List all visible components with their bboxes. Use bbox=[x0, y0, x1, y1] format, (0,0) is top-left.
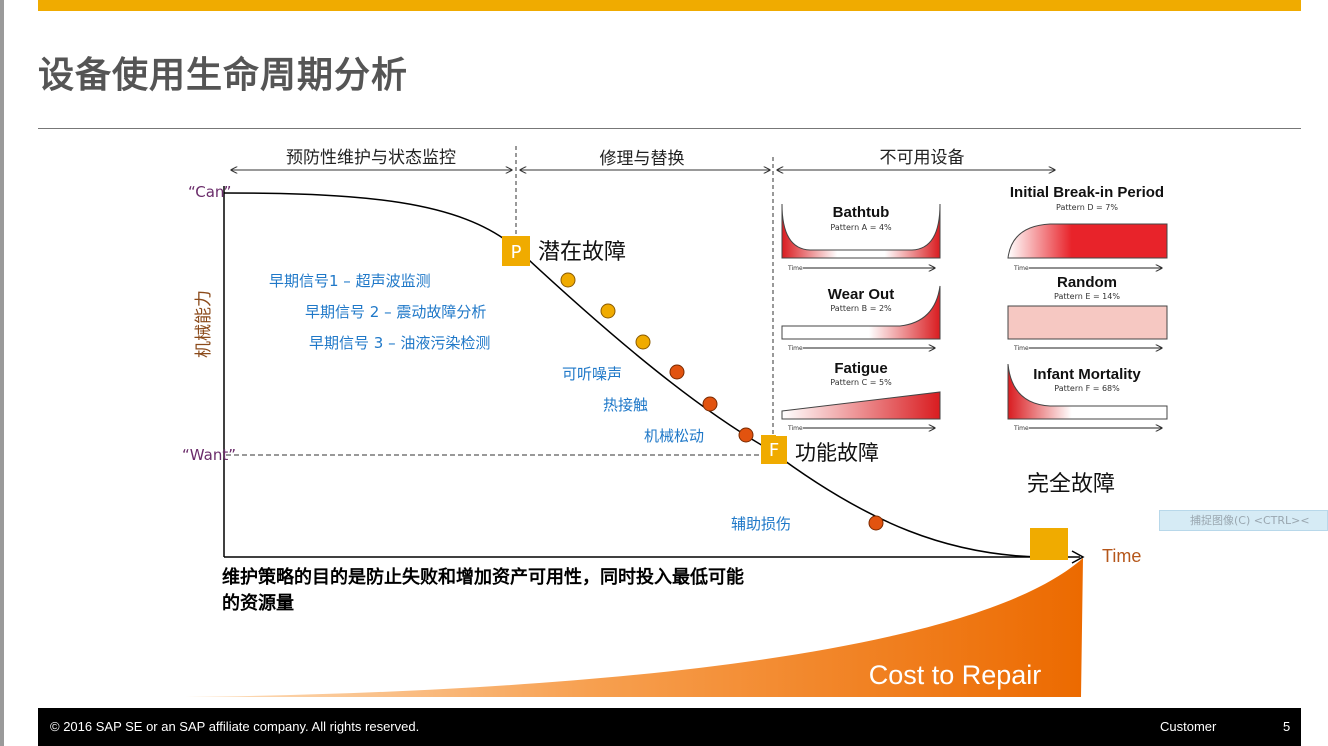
pattern-infant-axis: Time bbox=[1013, 425, 1029, 432]
f-marker bbox=[761, 435, 787, 464]
strategy-statement: 维护策略的目的是防止失败和增加资产可用性，同时投入最低可能 的资源量 bbox=[222, 566, 775, 614]
p-marker-letter: P bbox=[511, 242, 522, 263]
signal-label-ultrasonic: 早期信号1 – 超声波监测 bbox=[269, 272, 431, 290]
cost-to-repair-wedge bbox=[185, 558, 1083, 697]
pattern-infant-name: Infant Mortality bbox=[1033, 366, 1141, 383]
signal-label-heat: 热接触 bbox=[603, 396, 648, 414]
pattern-infant-mortality: Infant Mortality Pattern F = 68% Time bbox=[1007, 363, 1168, 432]
pattern-random: Random Pattern E = 14% Time bbox=[1007, 274, 1168, 352]
signal-dot-ultrasonic bbox=[560, 272, 576, 288]
pattern-bathtub: Bathtub Pattern A = 4% Time bbox=[781, 203, 941, 272]
pattern-random-sub: Pattern E = 14% bbox=[1054, 292, 1120, 301]
signal-dot-noise bbox=[669, 364, 685, 380]
p-marker bbox=[502, 236, 530, 266]
footer-page-number: 5 bbox=[1283, 719, 1291, 734]
phase-label-repair: 修理与替换 bbox=[600, 149, 685, 169]
signal-label-loose: 机械松动 bbox=[644, 427, 704, 445]
footer-classification: Customer bbox=[1160, 719, 1217, 734]
signal-label-noise: 可听噪声 bbox=[562, 365, 622, 383]
x-axis-arrow bbox=[1071, 550, 1085, 564]
pattern-wear-out-axis: Time bbox=[787, 345, 803, 352]
pattern-wear-out-sub: Pattern B = 2% bbox=[830, 304, 892, 313]
pattern-break-in-sub: Pattern D = 7% bbox=[1056, 203, 1118, 212]
pattern-bathtub-axis: Time bbox=[787, 265, 803, 272]
total-failure-label: 完全故障 bbox=[1027, 472, 1115, 497]
potential-failure-label: 潜在故障 bbox=[538, 240, 626, 265]
phase-label-preventive: 预防性维护与状态监控 bbox=[286, 148, 456, 168]
y-top-label: “Can” bbox=[188, 183, 231, 201]
pattern-fatigue-axis: Time bbox=[787, 425, 803, 432]
signal-dot-loose bbox=[738, 427, 754, 443]
page-title: 设备使用生命周期分析 bbox=[38, 55, 409, 96]
signal-label-secondary: 辅助损伤 bbox=[731, 515, 791, 533]
failure-patterns-panel: Bathtub Pattern A = 4% Time Wear Out Pat… bbox=[776, 180, 1169, 436]
pattern-initial-break-in: Initial Break-in Period Pattern D = 7% T… bbox=[1007, 184, 1168, 272]
signal-label-vibration: 早期信号 2 – 震动故障分析 bbox=[305, 303, 486, 321]
x-axis-label: Time bbox=[1102, 546, 1141, 566]
pattern-wear-out: Wear Out Pattern B = 2% Time bbox=[781, 285, 941, 352]
y-axis-label: 机械能力 bbox=[194, 290, 214, 358]
f-marker-letter: F bbox=[769, 440, 779, 461]
signal-dot-secondary bbox=[868, 515, 884, 531]
pattern-fatigue: Fatigue Pattern C = 5% Time bbox=[781, 360, 941, 432]
pattern-infant-sub: Pattern F = 68% bbox=[1054, 384, 1120, 393]
pattern-random-axis: Time bbox=[1013, 345, 1029, 352]
phase-label-unavailable: 不可用设备 bbox=[880, 148, 965, 168]
capture-image-tooltip[interactable]: 捕捉图像(C) <CTRL>< bbox=[1159, 510, 1328, 531]
pattern-bathtub-sub: Pattern A = 4% bbox=[830, 223, 892, 232]
functional-failure-label: 功能故障 bbox=[795, 441, 879, 465]
pattern-break-in-axis: Time bbox=[1013, 265, 1029, 272]
signal-dot-heat bbox=[702, 396, 718, 412]
footer-copyright: © 2016 SAP SE or an SAP affiliate compan… bbox=[50, 719, 420, 734]
cost-to-repair-label: Cost to Repair bbox=[869, 660, 1042, 690]
signal-dot-vibration bbox=[600, 303, 616, 319]
pattern-bathtub-name: Bathtub bbox=[833, 204, 890, 221]
left-edge-stripe bbox=[0, 0, 4, 746]
signal-dot-oil bbox=[635, 334, 651, 350]
pattern-random-name: Random bbox=[1057, 274, 1117, 291]
pattern-break-in-name: Initial Break-in Period bbox=[1010, 184, 1164, 201]
top-accent-bar bbox=[38, 0, 1301, 11]
signal-label-oil: 早期信号 3 – 油液污染检测 bbox=[309, 334, 490, 352]
pattern-fatigue-sub: Pattern C = 5% bbox=[830, 378, 892, 387]
footer-bar: © 2016 SAP SE or an SAP affiliate compan… bbox=[38, 708, 1301, 746]
pattern-wear-out-name: Wear Out bbox=[828, 286, 894, 303]
title-divider bbox=[38, 128, 1301, 129]
pattern-fatigue-name: Fatigue bbox=[834, 360, 887, 377]
y-want-label: “Want” bbox=[182, 446, 236, 464]
total-failure-marker bbox=[1030, 528, 1068, 560]
pf-curve bbox=[223, 192, 1041, 558]
